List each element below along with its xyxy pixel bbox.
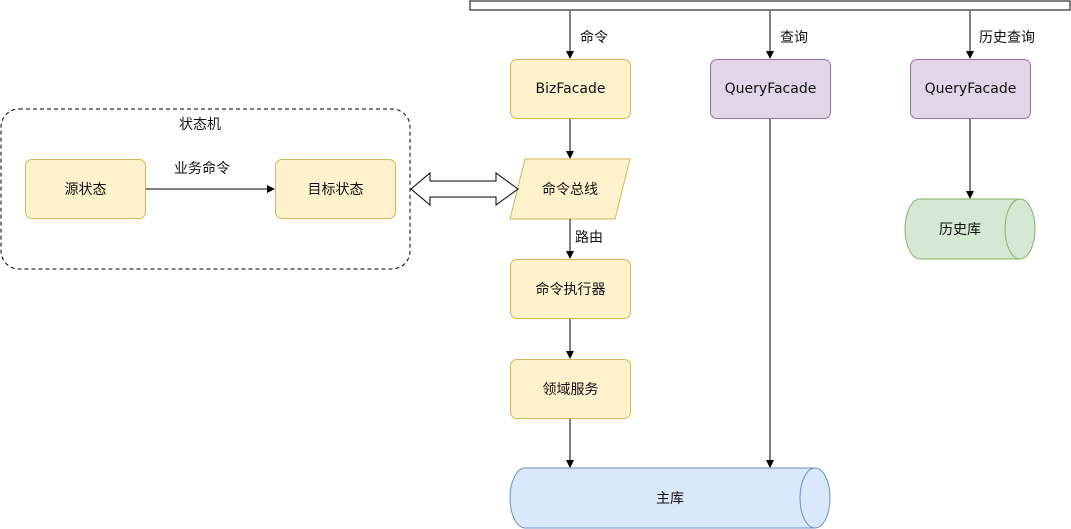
main-db-label: 主库 — [656, 491, 684, 507]
command-label: 命令 — [578, 29, 610, 47]
state-machine-title: 状态机 — [179, 117, 221, 133]
history-query-facade-node: QueryFacade — [910, 59, 1031, 119]
entry-bar — [469, 0, 1071, 11]
command-bus-label: 命令总线 — [542, 182, 598, 198]
command-bus-shape — [509, 158, 631, 220]
target-state-node: 目标状态 — [275, 159, 396, 219]
history-query-label: 历史查询 — [977, 29, 1037, 47]
biz-facade-node: BizFacade — [510, 59, 631, 119]
route-label: 路由 — [573, 229, 605, 247]
source-state-node: 源状态 — [25, 159, 146, 219]
command-executor-node: 命令执行器 — [510, 259, 631, 319]
main-db-shape — [509, 467, 831, 529]
biz-command-label: 业务命令 — [172, 160, 232, 178]
query-label: 查询 — [778, 29, 810, 47]
history-db-label: 历史库 — [939, 222, 981, 238]
query-facade-node: QueryFacade — [710, 59, 831, 119]
history-db-shape — [904, 198, 1036, 260]
double-arrow — [410, 171, 519, 207]
domain-service-node: 领域服务 — [510, 359, 631, 419]
